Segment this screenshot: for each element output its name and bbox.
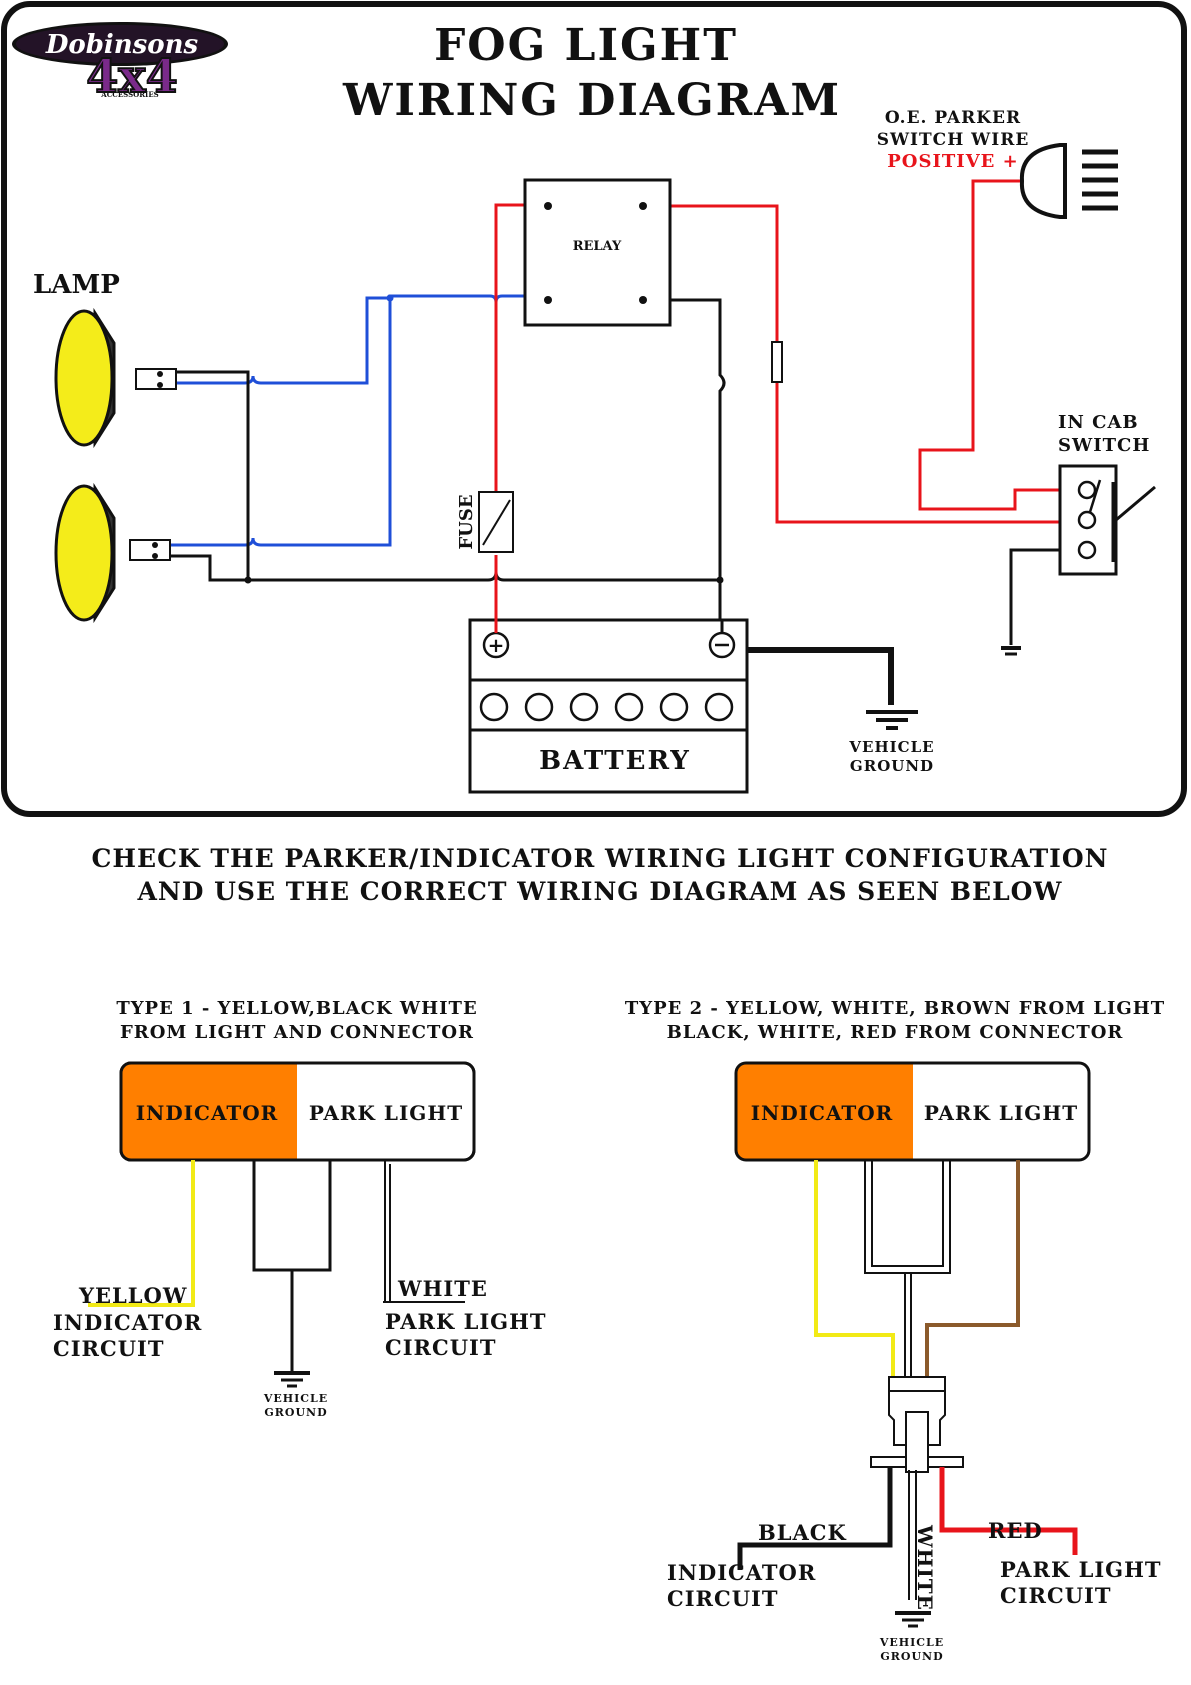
parker-light-icon — [1019, 143, 1118, 219]
lamp-upper — [54, 307, 177, 449]
type1-park-circuit-2: CIRCUIT — [385, 1335, 496, 1360]
type1-diagram: TYPE 1 - YELLOW,BLACK WHITE FROM LIGHT A… — [53, 998, 547, 1419]
lamp-lower — [54, 482, 171, 624]
dobinsons-logo: Dobinsons 4x4 ACCESSORIES — [12, 22, 228, 104]
switch-label-1: IN CAB — [1058, 412, 1139, 433]
type1-white-label: WHITE — [397, 1276, 488, 1301]
type2-black-label: BLACK — [758, 1520, 847, 1545]
lamp-label: LAMP — [33, 270, 120, 300]
ground-symbol-switch — [1001, 646, 1021, 656]
parker-label-2: SWITCH WIRE — [877, 130, 1030, 150]
relay-label: RELAY — [573, 239, 622, 254]
svg-text:+: + — [488, 633, 505, 657]
type1-park-label: PARK LIGHT — [309, 1101, 463, 1125]
ground-label-2: GROUND — [850, 757, 934, 775]
type1-yellow-label: YELLOW — [78, 1283, 187, 1308]
type2-indicator-circuit-2: CIRCUIT — [667, 1586, 778, 1611]
switch-label-2: SWITCH — [1058, 435, 1150, 456]
battery: + BATTERY — [468, 618, 749, 794]
title-line-2: WIRING DIAGRAM — [342, 75, 841, 126]
type2-indicator-label: INDICATOR — [751, 1101, 894, 1125]
inline-fuse — [771, 341, 783, 383]
type1-indicator-circuit-1: INDICATOR — [53, 1310, 202, 1335]
battery-label: BATTERY — [539, 746, 691, 776]
type1-indicator-label: INDICATOR — [136, 1101, 279, 1125]
in-cab-switch — [1058, 464, 1156, 576]
type1-ground-2: GROUND — [264, 1406, 327, 1419]
title-line-1: FOG LIGHT — [434, 20, 738, 71]
type2-park-circuit-1: PARK LIGHT — [1000, 1557, 1162, 1582]
type2-indicator-circuit-1: INDICATOR — [667, 1560, 816, 1585]
type2-heading-1: TYPE 2 - YELLOW, WHITE, BROWN FROM LIGHT — [625, 998, 1165, 1019]
type1-ground-1: VEHICLE — [263, 1392, 328, 1405]
notice-line-1: CHECK THE PARKER/INDICATOR WIRING LIGHT … — [92, 844, 1109, 873]
logo-tagline: ACCESSORIES — [100, 90, 158, 99]
logo-brand-name: Dobinsons — [45, 30, 199, 60]
fuse: FUSE — [456, 491, 514, 553]
blue-junction — [386, 294, 394, 302]
relay: RELAY — [523, 178, 672, 327]
black-wires — [165, 298, 1085, 705]
fuse-label: FUSE — [456, 494, 477, 549]
type2-heading-2: BLACK, WHITE, RED FROM CONNECTOR — [667, 1022, 1124, 1043]
type2-park-circuit-2: CIRCUIT — [1000, 1583, 1111, 1608]
type2-ground-2: GROUND — [880, 1650, 943, 1663]
black-junction-1 — [244, 576, 252, 584]
type1-park-circuit-1: PARK LIGHT — [385, 1309, 547, 1334]
logo-4x4: 4x4 — [86, 49, 177, 103]
type2-diagram: TYPE 2 - YELLOW, WHITE, BROWN FROM LIGHT… — [625, 998, 1165, 1663]
type1-heading-1: TYPE 1 - YELLOW,BLACK WHITE — [116, 998, 477, 1019]
positive-label: POSITIVE + — [887, 151, 1018, 172]
type2-ground-1: VEHICLE — [879, 1636, 944, 1649]
type2-park-label: PARK LIGHT — [924, 1101, 1078, 1125]
type1-indicator-circuit-2: CIRCUIT — [53, 1336, 164, 1361]
type2-red-label: RED — [988, 1518, 1043, 1543]
type2-white-label: WHITE — [913, 1524, 937, 1611]
diagram-frame — [1, 1, 1187, 817]
ground-symbol-top: VEHICLE GROUND — [848, 710, 934, 775]
notice-line-2: AND USE THE CORRECT WIRING DIAGRAM AS SE… — [136, 877, 1062, 906]
black-junction-2 — [716, 576, 724, 584]
parker-label-1: O.E. PARKER — [885, 108, 1021, 128]
ground-label-1: VEHICLE — [848, 738, 934, 756]
type1-heading-2: FROM LIGHT AND CONNECTOR — [120, 1022, 474, 1043]
